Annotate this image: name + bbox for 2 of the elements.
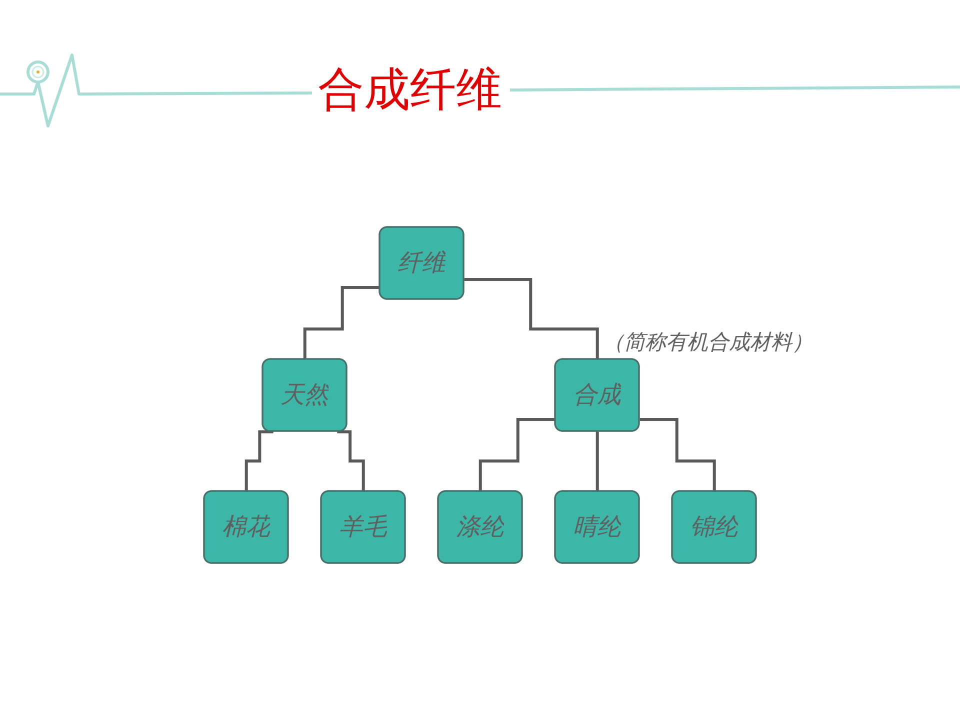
title: 合成纤维 [317,62,503,118]
node-note: （简称有机合成材料） [603,330,813,356]
